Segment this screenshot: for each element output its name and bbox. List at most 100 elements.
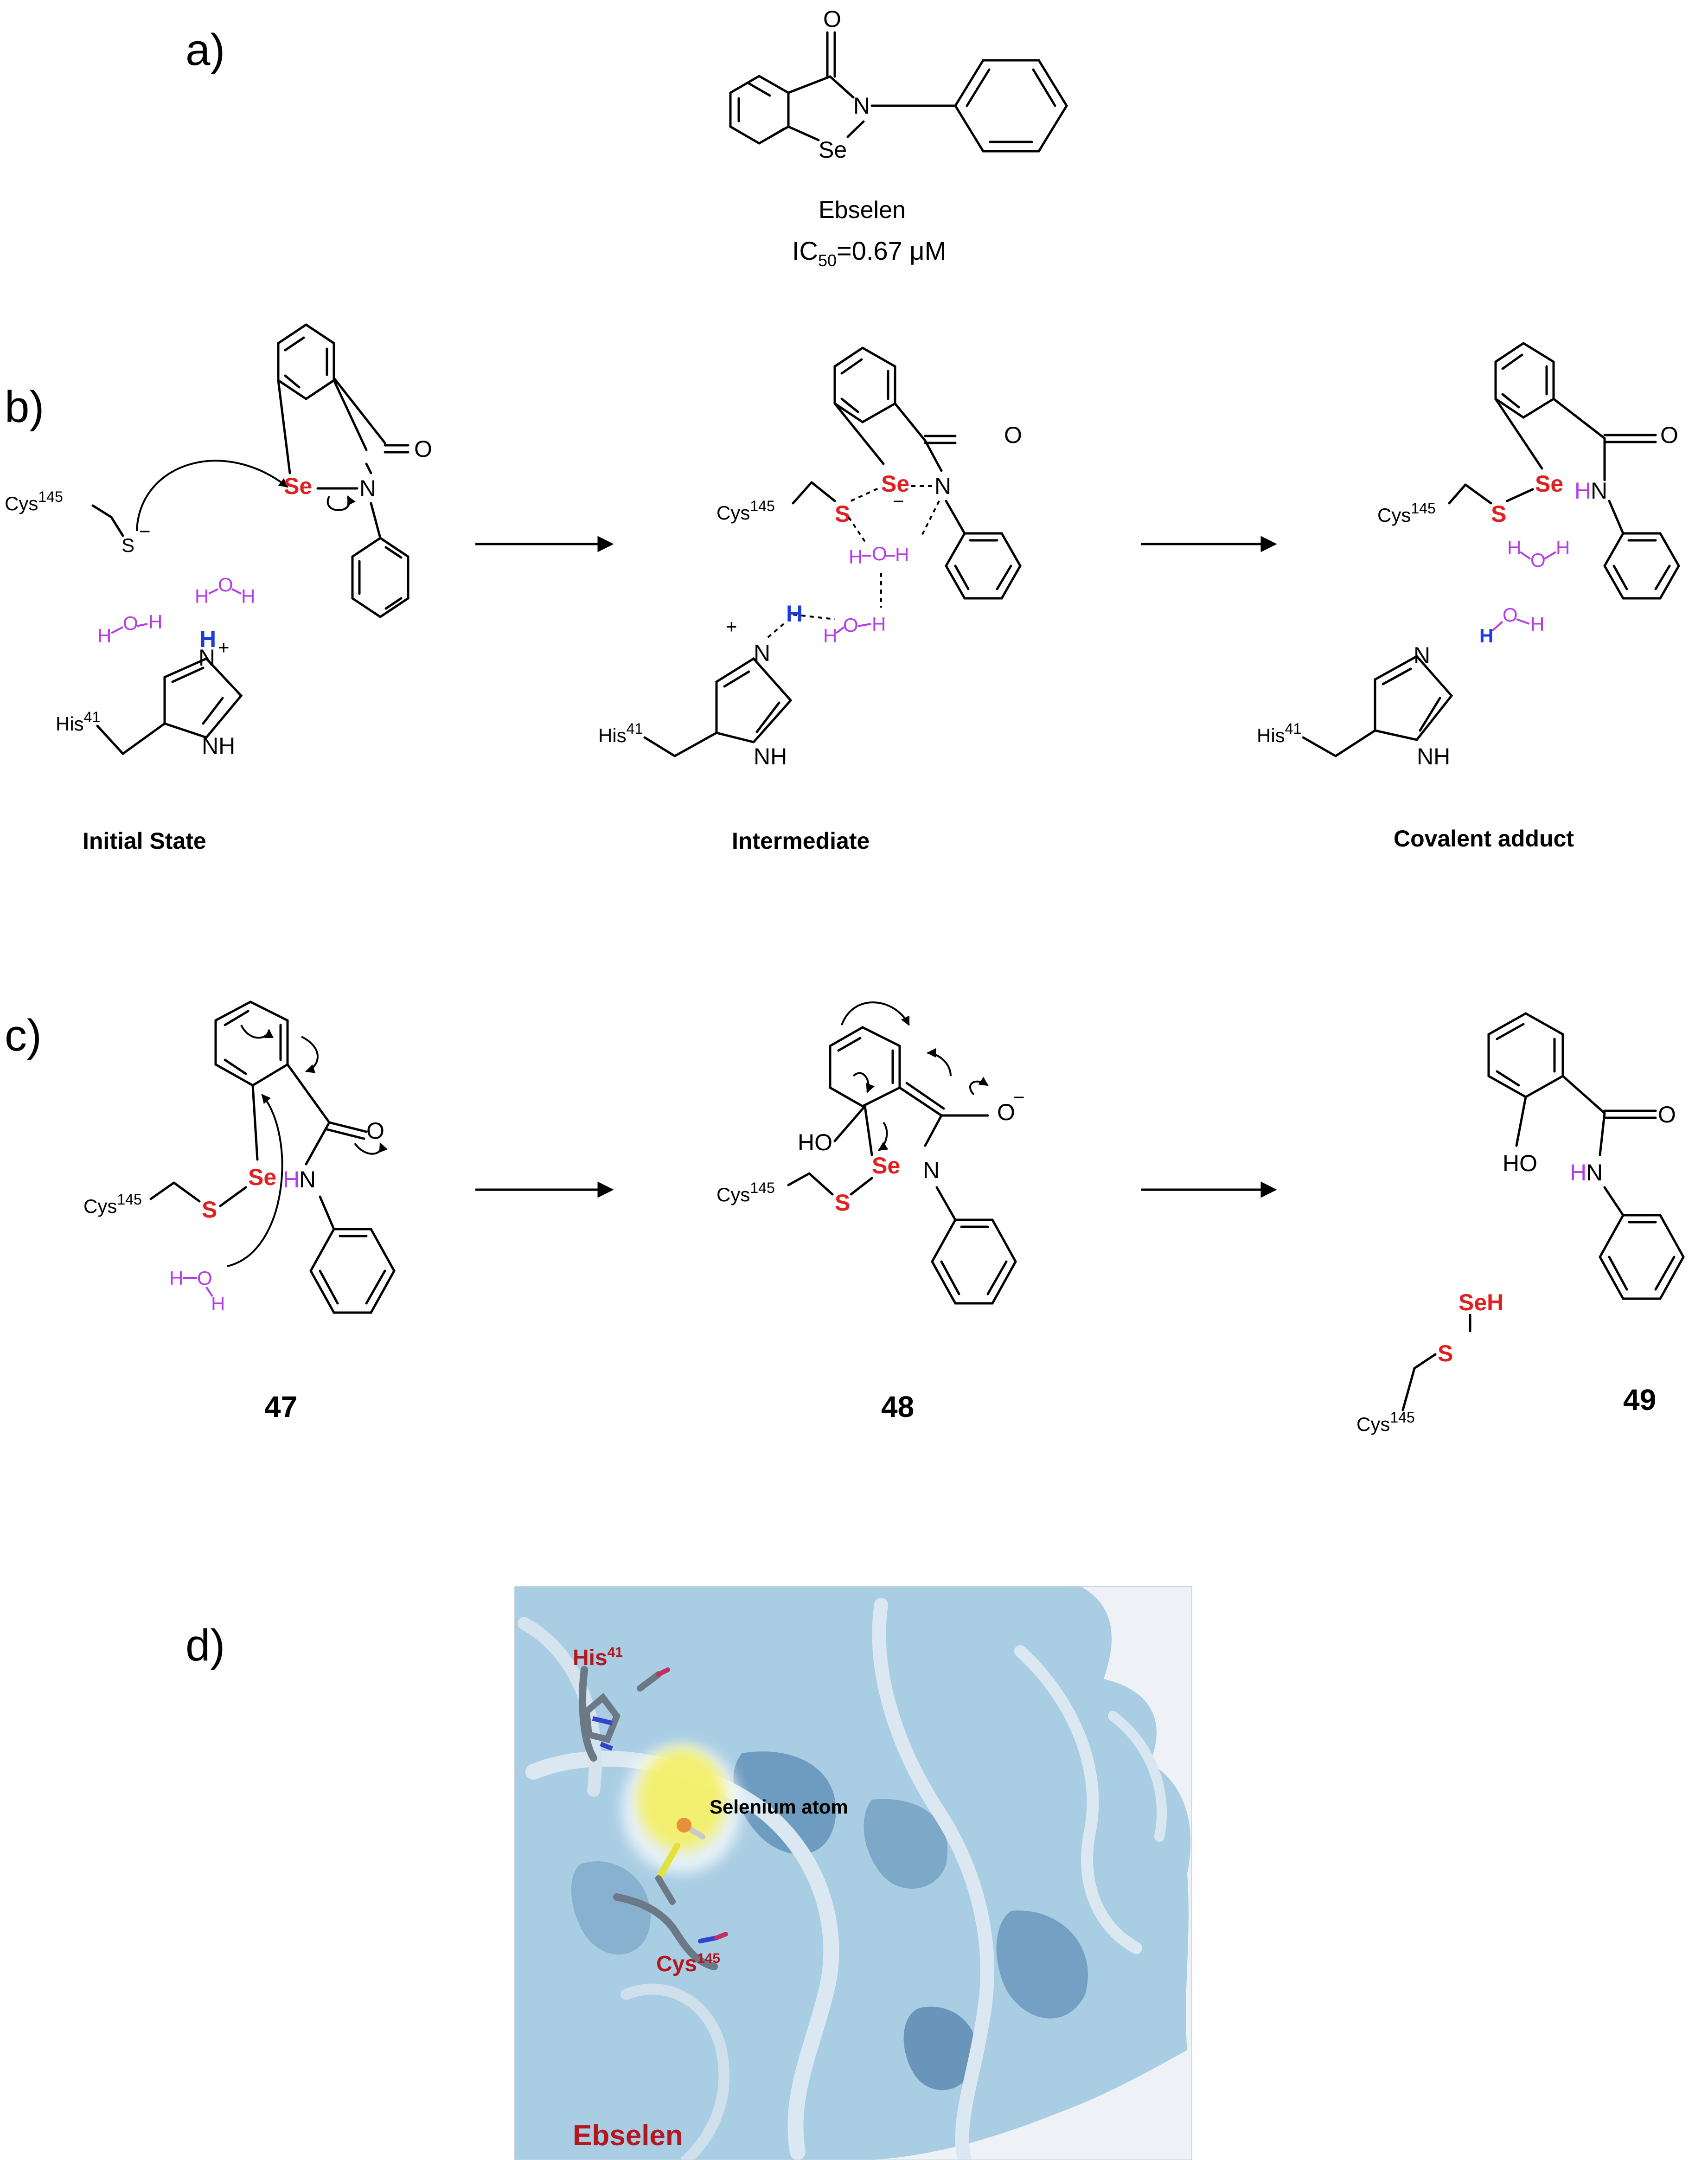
svg-text:His41: His41	[56, 709, 100, 735]
svg-text:N: N	[1586, 1160, 1603, 1186]
phenyl-ring	[954, 59, 1068, 153]
b-covalent-adduct: Cys145 S Se O H N H O H	[1257, 342, 1680, 852]
svg-text:H: H	[1574, 478, 1591, 504]
svg-text:N: N	[299, 1167, 316, 1192]
svg-text:S: S	[1491, 501, 1506, 527]
svg-text:H: H	[211, 1293, 225, 1314]
svg-text:H: H	[148, 611, 162, 633]
compound-47: O Se H N S Cys145 H O H 47	[83, 1000, 396, 1423]
protein-render	[515, 1586, 1192, 2160]
svg-text:+: +	[218, 636, 230, 658]
svg-text:H: H	[872, 613, 886, 635]
svg-text:+: +	[726, 615, 737, 637]
svg-text:NH: NH	[202, 733, 235, 759]
svg-text:N: N	[1591, 478, 1607, 504]
svg-text:O: O	[1530, 549, 1546, 571]
svg-text:H: H	[1507, 537, 1521, 558]
svg-text:−: −	[893, 490, 904, 512]
svg-text:O: O	[123, 612, 138, 634]
svg-text:O: O	[414, 436, 432, 462]
panel-b-label: b)	[5, 382, 44, 432]
svg-text:NH: NH	[754, 744, 787, 769]
svg-text:S: S	[1438, 1340, 1453, 1366]
label-his41: His41	[573, 1645, 623, 1670]
b-initial-state: Cys145 S − O Se N	[5, 323, 432, 854]
svg-text:H: H	[1570, 1160, 1586, 1186]
caption-intermediate: Intermediate	[732, 828, 870, 854]
svg-text:O: O	[997, 1099, 1015, 1125]
panel-a: a) O N Se Ebselen IC50=0	[186, 6, 1068, 270]
svg-text:S: S	[122, 534, 134, 556]
label-49: 49	[1623, 1383, 1656, 1416]
svg-text:H: H	[1556, 537, 1570, 558]
svg-text:N: N	[934, 473, 951, 499]
label-48: 48	[881, 1390, 914, 1423]
svg-text:H: H	[169, 1267, 183, 1289]
svg-text:O: O	[1658, 1102, 1676, 1128]
svg-text:HO: HO	[798, 1129, 832, 1155]
svg-text:H: H	[241, 585, 255, 607]
svg-text:N: N	[198, 645, 215, 671]
panel-a-label: a)	[186, 25, 225, 75]
label-cys145: Cys145	[656, 1951, 720, 1976]
svg-text:NH: NH	[1417, 744, 1450, 769]
svg-text:Se: Se	[284, 473, 312, 499]
svg-text:O: O	[218, 574, 233, 596]
compound-49: O HO H N SeH S Cys145 49	[1356, 1012, 1685, 1435]
attack-arrow	[136, 460, 288, 532]
svg-text:H: H	[849, 546, 863, 568]
compound-48: O − N HO Se S Cys145 48	[716, 1001, 1025, 1423]
svg-text:Cys145: Cys145	[1356, 1409, 1415, 1435]
svg-text:Se: Se	[819, 137, 847, 163]
svg-text:H: H	[199, 626, 216, 652]
panel-c-label: c)	[5, 1011, 42, 1060]
svg-text:Cys145: Cys145	[83, 1191, 142, 1217]
panel-c: c) O Se H N S	[5, 1000, 1685, 1435]
ic50-text: IC50=0.67 μM	[792, 236, 946, 270]
svg-text:O: O	[366, 1118, 384, 1144]
panel-b: b) Cys145 S − O Se N	[5, 323, 1680, 854]
svg-text:Se: Se	[872, 1153, 900, 1179]
svg-text:His41: His41	[1257, 720, 1301, 746]
svg-text:HO: HO	[1503, 1150, 1537, 1176]
svg-text:N: N	[1414, 642, 1430, 668]
label-ebselen: Ebselen	[573, 2120, 683, 2152]
svg-text:Se: Se	[248, 1164, 276, 1190]
svg-text:Se: Se	[1535, 471, 1563, 497]
selenium-atom-sphere	[677, 1818, 691, 1833]
svg-text:N: N	[359, 475, 376, 501]
svg-text:H: H	[1479, 625, 1493, 647]
b-intermediate: Cys145 S Se − N O	[598, 346, 1022, 854]
svg-text:O: O	[197, 1267, 212, 1289]
svg-text:N: N	[923, 1157, 940, 1183]
svg-text:O: O	[843, 614, 858, 636]
svg-text:H: H	[1530, 613, 1544, 635]
ebselen-name: Ebselen	[819, 197, 906, 224]
svg-text:H: H	[823, 625, 837, 647]
binding-pocket	[638, 1749, 726, 1851]
ebselen-structure: O N Se	[729, 6, 1068, 163]
svg-text:H: H	[895, 544, 909, 565]
svg-text:Se: Se	[881, 471, 909, 497]
svg-text:S: S	[835, 1190, 850, 1216]
caption-covalent-adduct: Covalent adduct	[1394, 826, 1574, 852]
svg-text:H: H	[97, 625, 111, 647]
svg-text:Cys145: Cys145	[5, 488, 63, 514]
caption-initial-state: Initial State	[83, 828, 206, 854]
label-selenium-atom: Selenium atom	[710, 1796, 848, 1818]
svg-text:H: H	[786, 601, 803, 627]
svg-text:N: N	[754, 640, 770, 666]
svg-text:O: O	[1660, 422, 1678, 448]
svg-text:H: H	[195, 585, 209, 607]
protein-surface	[515, 1586, 1191, 2160]
svg-text:N: N	[853, 93, 870, 119]
label-47: 47	[264, 1390, 297, 1423]
panel-d: d)	[186, 1586, 1192, 2160]
svg-text:H: H	[283, 1167, 300, 1192]
svg-text:O: O	[1503, 604, 1518, 626]
svg-text:S: S	[202, 1197, 217, 1223]
svg-text:−: −	[1013, 1086, 1025, 1108]
svg-text:O: O	[823, 6, 841, 32]
svg-text:His41: His41	[598, 720, 643, 746]
